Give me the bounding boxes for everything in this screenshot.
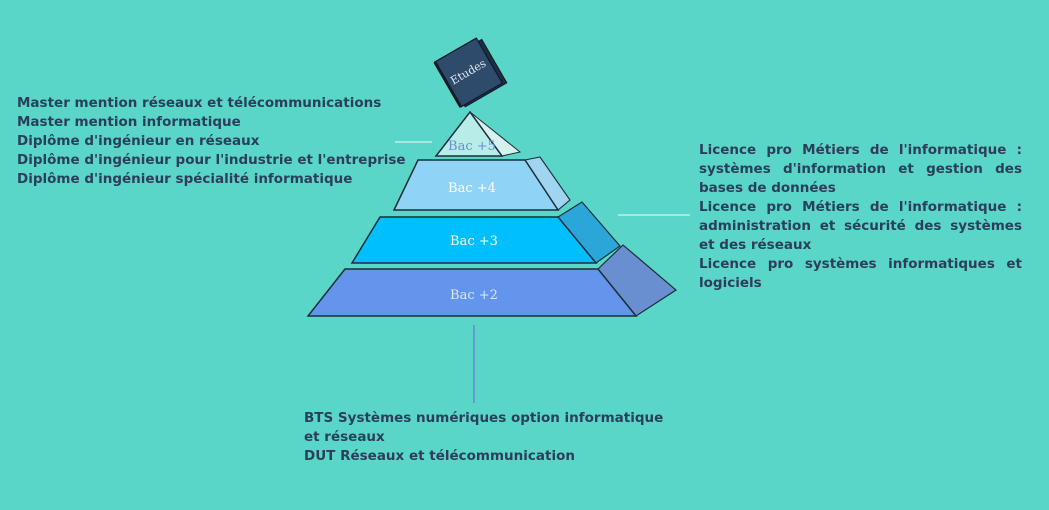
list-item: Master mention réseaux et télécommunicat…: [17, 95, 382, 111]
list-item: Licence pro Métiers de l'informatique : …: [699, 199, 1022, 253]
list-item: Diplôme d'ingénieur en réseaux: [17, 133, 260, 149]
level-bac5: [434, 110, 522, 157]
book-icon: Etudes: [433, 37, 508, 108]
level-label-bac5: Bac +5: [448, 139, 496, 154]
list-item: Master mention informatique: [17, 114, 241, 130]
level-label-bac4: Bac +4: [448, 181, 496, 196]
list-item: Diplôme d'ingénieur pour l'industrie et …: [17, 152, 406, 168]
list-item: Licence pro Métiers de l'informatique : …: [699, 142, 1022, 196]
level-label-bac3: Bac +3: [450, 234, 498, 249]
list-item: BTS Systèmes numériques option informati…: [304, 410, 664, 445]
list-item: Licence pro systèmes informatiques et lo…: [699, 256, 1022, 291]
level-bac4: [392, 156, 571, 211]
licence-pro-list: Licence pro Métiers de l'informatique : …: [699, 141, 1022, 293]
masters-engineering-list: Master mention réseaux et télécommunicat…: [17, 94, 406, 189]
bts-dut-list: BTS Systèmes numériques option informati…: [304, 409, 664, 466]
level-bac3: [350, 201, 621, 264]
list-item: DUT Réseaux et télécommunication: [304, 448, 575, 464]
list-item: Diplôme d'ingénieur spécialité informati…: [17, 171, 353, 187]
level-label-bac2: Bac +2: [450, 288, 498, 303]
level-bac2: [306, 244, 678, 317]
